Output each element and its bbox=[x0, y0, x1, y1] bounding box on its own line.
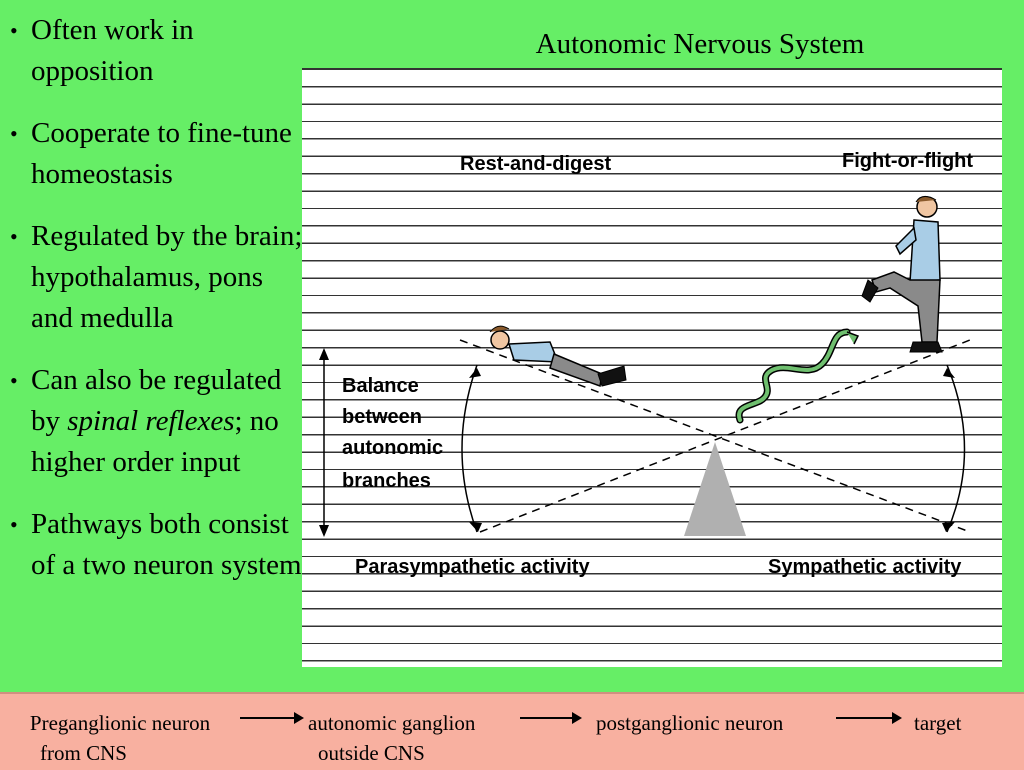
snake-head-icon bbox=[846, 331, 860, 345]
pathway-step-postganglionic: postganglionic neuron bbox=[596, 708, 783, 738]
left-arrow-head-bottom bbox=[469, 522, 482, 532]
left-curved-arrow bbox=[461, 364, 478, 533]
right-arrow-head-bottom bbox=[942, 522, 955, 532]
pathway-step-line1: Preganglionic neuron bbox=[29, 711, 211, 735]
bullet-text-part: Pathways both consist of a two neuron sy… bbox=[31, 508, 302, 581]
bullet-text-part: ; no higher order input bbox=[31, 405, 279, 478]
pathway-step-line2: outside CNS bbox=[318, 741, 425, 765]
pathway-step-line1: autonomic ganglion bbox=[308, 711, 476, 735]
bullet-item: • Cooperate to fine-tune homeostasis bbox=[10, 113, 310, 195]
balance-label-line: between bbox=[342, 406, 422, 428]
bullet-item: • Pathways both consist of a two neuron … bbox=[10, 504, 310, 586]
balance-arrow-head-bottom bbox=[319, 525, 329, 537]
bullet-text-italic: spinal reflexes bbox=[67, 405, 235, 437]
bullet-dot: • bbox=[10, 512, 18, 537]
pathway-step-ganglion: autonomic ganglion outside CNS bbox=[308, 708, 475, 768]
sympathetic-activity-label: Sympathetic activity bbox=[768, 556, 962, 578]
sympathetic-dashed-line bbox=[479, 339, 971, 533]
bullet-dot: • bbox=[10, 18, 18, 43]
bullet-text: Often work in opposition bbox=[31, 10, 310, 92]
bullet-dot: • bbox=[10, 368, 18, 393]
snake-icon bbox=[737, 330, 849, 422]
pathway-arrow-icon bbox=[240, 712, 304, 724]
parasympathetic-dashed-line bbox=[459, 339, 971, 533]
bullet-dot: • bbox=[10, 224, 18, 249]
fight-or-flight-label: Fight-or-flight bbox=[842, 150, 973, 172]
pathway-arrow-icon bbox=[836, 712, 902, 724]
bullet-dot: • bbox=[10, 121, 18, 146]
pathway-step-target: target bbox=[914, 708, 961, 738]
right-curved-arrow bbox=[946, 364, 966, 533]
balance-label-line: autonomic bbox=[342, 437, 443, 459]
balance-arrow-head-top bbox=[319, 348, 329, 360]
rest-and-digest-label: Rest-and-digest bbox=[460, 153, 611, 175]
parasympathetic-activity-label: Parasympathetic activity bbox=[355, 556, 590, 578]
bullet-item: • Can also be regulated by spinal reflex… bbox=[10, 360, 310, 483]
pathway-step-line1: target bbox=[914, 711, 962, 735]
running-man-icon bbox=[861, 196, 943, 353]
balance-illustration: Rest-and-digest Fight-or-flight Balance … bbox=[319, 150, 973, 578]
right-arrow-head-top bbox=[943, 368, 955, 378]
left-arrow-head-top bbox=[469, 368, 481, 378]
bullet-text-part: Often work in opposition bbox=[31, 14, 194, 87]
bullet-text: Cooperate to fine-tune homeostasis bbox=[31, 113, 310, 195]
autonomic-balance-figure: Rest-and-digest Fight-or-flight Balance … bbox=[302, 68, 1002, 667]
balance-label-line: branches bbox=[342, 470, 431, 492]
balance-label-line: Balance bbox=[342, 375, 419, 397]
fulcrum-triangle bbox=[684, 442, 746, 536]
neuron-pathway-strip: Preganglionic neuron from CNS autonomic … bbox=[0, 692, 1024, 770]
reclining-man-icon bbox=[489, 325, 627, 388]
bullet-text-part: Can also be regulated by bbox=[31, 364, 282, 437]
bullet-text-part: Cooperate to fine-tune homeostasis bbox=[31, 117, 292, 190]
pathway-step-line2: from CNS bbox=[40, 741, 127, 765]
pathway-step-line1: postganglionic neuron bbox=[596, 711, 784, 735]
bullet-text-part: Regulated by the brain; hypothalamus, po… bbox=[31, 220, 303, 334]
pathway-step-preganglionic: Preganglionic neuron from CNS bbox=[10, 708, 230, 768]
bullet-text: Can also be regulated by spinal reflexes… bbox=[31, 360, 310, 483]
bullet-list: • Often work in opposition • Cooperate t… bbox=[10, 10, 310, 607]
bullet-text: Pathways both consist of a two neuron sy… bbox=[31, 504, 310, 586]
pathway-arrow-icon bbox=[520, 712, 582, 724]
bullet-text: Regulated by the brain; hypothalamus, po… bbox=[31, 216, 310, 339]
bullet-item: • Regulated by the brain; hypothalamus, … bbox=[10, 216, 310, 339]
slide-title: Autonomic Nervous System bbox=[535, 28, 865, 60]
bullet-item: • Often work in opposition bbox=[10, 10, 310, 92]
